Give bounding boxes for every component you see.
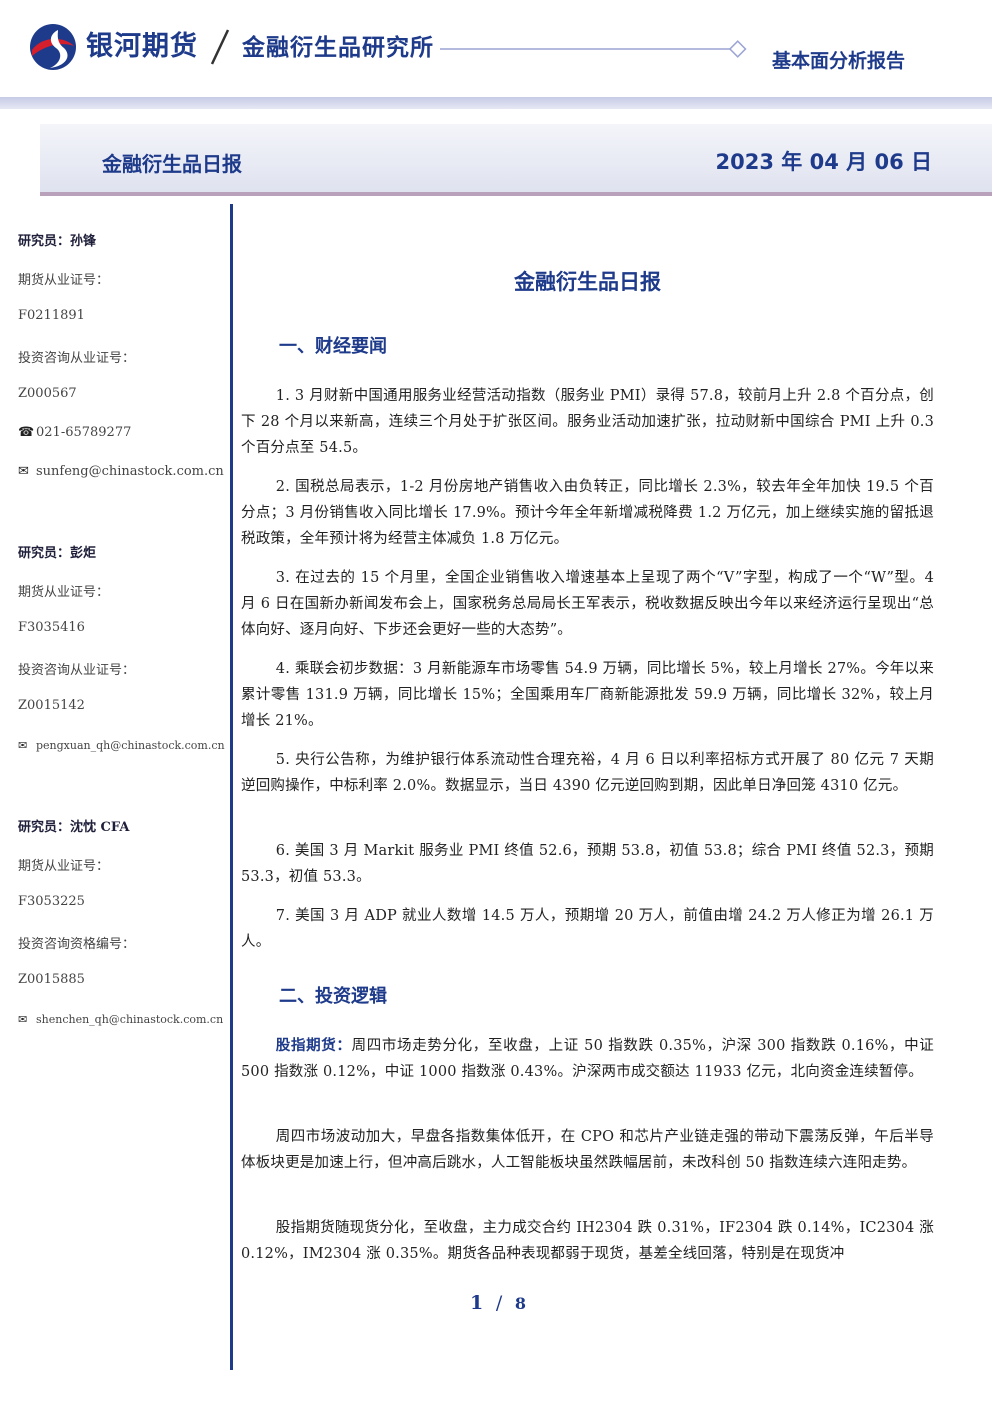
futures-license-id: F3035416 [18, 620, 85, 635]
analyst-name: 研究员：沈忱 CFA [18, 820, 130, 835]
consult-license-label: 投资咨询从业证号： [18, 663, 136, 678]
logic-text: 周四市场走势分化，至收盘，上证 50 指数跌 0.35%，沪深 300 指数跌 … [241, 1038, 935, 1080]
decorative-line [440, 40, 747, 58]
email-line: ✉ shenchen_qh@chinastock.com.cn [18, 1013, 223, 1026]
galaxy-logo-icon [30, 24, 76, 70]
analyst-name: 研究员：彭炬 [18, 546, 97, 561]
consult-license-label: 投资咨询从业证号： [18, 351, 136, 366]
analyst-name: 研究员：孙锋 [18, 234, 97, 249]
report-series-title: 金融衍生品日报 [102, 152, 242, 176]
report-date: 2023 年 04 月 06 日 [715, 150, 932, 174]
email-address[interactable]: pengxuan_qh@chinastock.com.cn [36, 739, 225, 752]
header-band [0, 97, 992, 109]
email-address[interactable]: shenchen_qh@chinastock.com.cn [36, 1013, 224, 1026]
news-paragraph: 2. 国税总局表示，1-2 月份房地产销售收入由负转正，同比增长 2.3%，较去… [241, 479, 934, 547]
futures-license-id: F0211891 [18, 308, 85, 323]
email-icon: ✉ [18, 739, 28, 752]
news-paragraph: 4. 乘联会初步数据：3 月新能源车市场零售 54.9 万辆，同比增长 5%，较… [241, 661, 934, 729]
consult-license-id: Z000567 [18, 386, 77, 401]
logic-paragraph: 股指期货随现货分化，至收盘，主力成交合约 IH2304 跌 0.31%，IF23… [241, 1220, 934, 1262]
page-total: 8 [514, 1294, 527, 1313]
news-paragraph: 5. 央行公告称，为维护银行体系流动性合理充裕，4 月 6 日以利率招标方式开展… [241, 752, 934, 794]
title-band: 金融衍生品日报 2023 年 04 月 06 日 [40, 124, 992, 196]
news-paragraph: 1. 3 月财新中国通用服务业经营活动指数（服务业 PMI）录得 57.8，较前… [241, 388, 934, 456]
news-paragraph: 7. 美国 3 月 ADP 就业人数增 14.5 万人，预期增 20 万人，前值… [241, 908, 934, 950]
logic-paragraph: 周四市场波动加大，早盘各指数集体低开，在 CPO 和芯片产业链走强的带动下震荡反… [241, 1129, 934, 1171]
futures-license-label: 期货从业证号： [18, 273, 110, 288]
email-icon: ✉ [18, 464, 29, 479]
section-heading-logic: 二、投资逻辑 [279, 986, 387, 1007]
page-separator: / [495, 1292, 503, 1314]
phone-line: ☎021-65789277 [18, 425, 131, 440]
institute-name: 金融衍生品研究所 [242, 35, 434, 61]
email-icon: ✉ [18, 1013, 28, 1026]
email-line: ✉ sunfeng@chinastock.com.cn [18, 464, 224, 479]
page-current: 1 [470, 1292, 484, 1314]
email-line: ✉ pengxuan_qh@chinastock.com.cn [18, 739, 225, 752]
futures-license-label: 期货从业证号： [18, 585, 110, 600]
futures-license-id: F3053225 [18, 894, 85, 909]
report-header: 银河期货 金融衍生品研究所 基本面分析报告 [0, 0, 992, 110]
news-paragraph: 6. 美国 3 月 Markit 服务业 PMI 终值 52.6，预期 53.8… [241, 843, 934, 885]
section-heading-news: 一、财经要闻 [279, 336, 387, 357]
logic-lead-label: 股指期货： [275, 1038, 352, 1054]
email-address[interactable]: sunfeng@chinastock.com.cn [36, 464, 224, 479]
consult-license-label: 投资咨询资格编号： [18, 937, 136, 952]
phone-number: 021-65789277 [36, 425, 132, 440]
report-type: 基本面分析报告 [772, 50, 906, 72]
consult-license-id: Z0015142 [18, 698, 85, 713]
document-title: 金融衍生品日报 [514, 270, 661, 294]
column-divider [230, 204, 233, 1370]
logic-paragraph: 股指期货：周四市场走势分化，至收盘，上证 50 指数跌 0.35%，沪深 300… [241, 1033, 934, 1085]
page-number: 1 / 8 [470, 1292, 526, 1314]
slash-separator [210, 29, 230, 65]
brand-name: 银河期货 [86, 31, 198, 62]
phone-icon: ☎ [18, 425, 35, 440]
consult-license-id: Z0015885 [18, 972, 85, 987]
news-paragraph: 3. 在过去的 15 个月里，全国企业销售收入增速基本上呈现了两个“V”字型，构… [241, 570, 934, 638]
futures-license-label: 期货从业证号： [18, 859, 110, 874]
